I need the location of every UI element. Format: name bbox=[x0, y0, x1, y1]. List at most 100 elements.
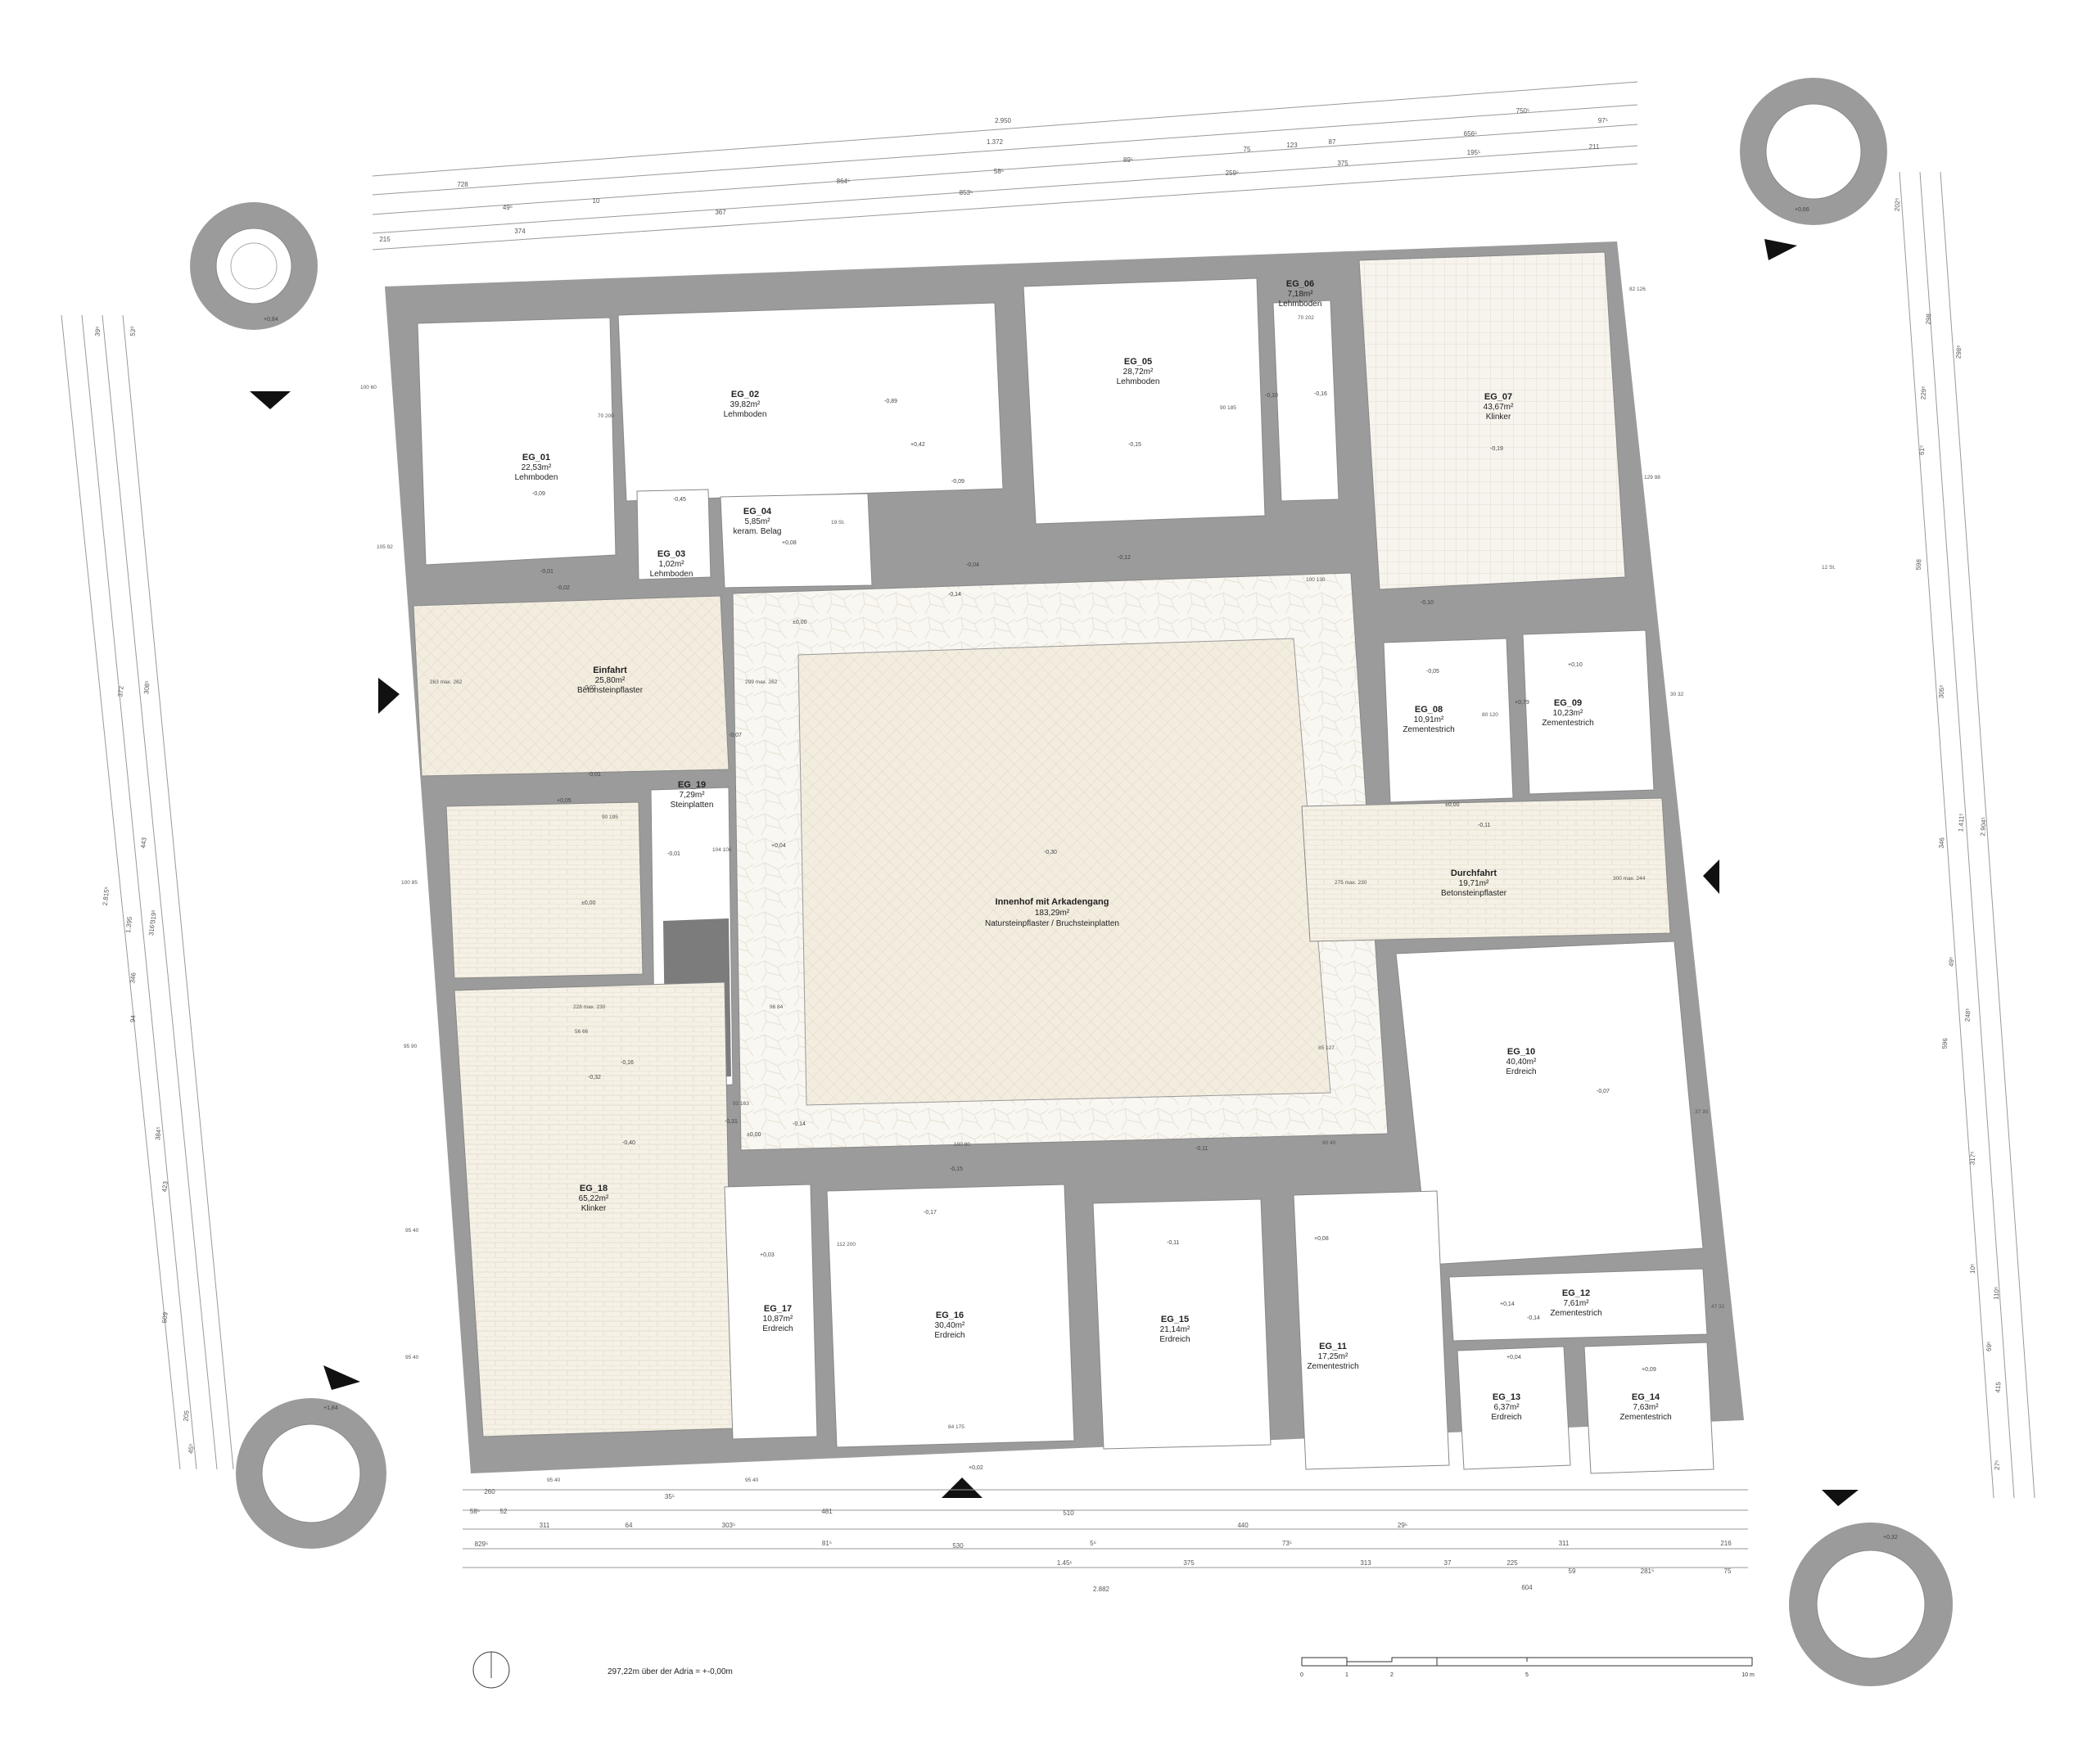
opening-label: 80 120 bbox=[1482, 712, 1498, 718]
svg-text:EG_13: EG_13 bbox=[1493, 1392, 1520, 1402]
room-label: EG_08 10,91m² Zementestrich bbox=[1403, 705, 1454, 734]
svg-text:37: 37 bbox=[1444, 1559, 1452, 1567]
svg-text:509: 509 bbox=[160, 1311, 169, 1324]
svg-text:510: 510 bbox=[1063, 1509, 1074, 1517]
room-eg17 bbox=[724, 1184, 818, 1440]
elevation-mark: ±0,00 bbox=[747, 1132, 761, 1138]
elevation-mark: -0,32 bbox=[588, 1075, 601, 1081]
opening-label: 263 max. 262 bbox=[430, 679, 463, 685]
svg-text:Klinker: Klinker bbox=[581, 1204, 607, 1213]
svg-text:97⁵: 97⁵ bbox=[1598, 117, 1608, 124]
elevation-mark: -0,30 bbox=[1044, 850, 1057, 855]
svg-text:1.411⁵: 1.411⁵ bbox=[1957, 813, 1966, 832]
svg-text:EG_09: EG_09 bbox=[1554, 698, 1582, 708]
svg-text:1.372: 1.372 bbox=[987, 138, 1004, 146]
room-eg08 bbox=[1383, 638, 1514, 803]
svg-text:853⁵: 853⁵ bbox=[960, 189, 973, 196]
svg-text:Zementestrich: Zementestrich bbox=[1550, 1309, 1601, 1318]
opening-label: 70 200 bbox=[598, 413, 614, 419]
room-west-upper bbox=[445, 801, 644, 979]
opening-label: 104 106 bbox=[712, 847, 732, 853]
svg-text:EG_06: EG_06 bbox=[1286, 279, 1314, 289]
elevation-mark: -0,19 bbox=[1490, 446, 1503, 452]
elevation-mark: +0,09 bbox=[1642, 1367, 1656, 1373]
elevation-reference-note: 297,22m über der Adria = +-0,00m bbox=[608, 1667, 733, 1676]
svg-text:598: 598 bbox=[1915, 558, 1923, 570]
svg-text:52: 52 bbox=[500, 1508, 508, 1515]
room-label: EG_13 6,37m² Erdreich bbox=[1491, 1392, 1521, 1422]
svg-text:1,02m²: 1,02m² bbox=[658, 560, 684, 569]
elevation-mark: +0,42 bbox=[910, 442, 925, 448]
elevation-mark: +1,84 bbox=[323, 1405, 338, 1411]
arrow-marker-icon bbox=[323, 1365, 360, 1390]
elevation-mark: -0,89 bbox=[884, 399, 897, 404]
room-label: EG_10 40,40m² Erdreich bbox=[1506, 1047, 1537, 1076]
elevation-mark: -0,14 bbox=[948, 592, 961, 598]
svg-text:316⁵: 316⁵ bbox=[147, 922, 156, 936]
opening-label: 95 40 bbox=[547, 1478, 561, 1483]
svg-text:Lehmboden: Lehmboden bbox=[724, 410, 767, 419]
svg-text:864⁵: 864⁵ bbox=[837, 178, 851, 185]
elevation-mark: +0,84 bbox=[264, 317, 278, 323]
svg-text:89⁵: 89⁵ bbox=[1123, 156, 1133, 164]
svg-text:2.950: 2.950 bbox=[995, 117, 1012, 124]
elevation-mark: -0,16 bbox=[621, 1060, 634, 1066]
svg-text:61⁵: 61⁵ bbox=[1918, 444, 1927, 455]
svg-text:7,29m²: 7,29m² bbox=[679, 791, 705, 800]
room-eg14 bbox=[1583, 1342, 1714, 1474]
arrow-marker-icon bbox=[250, 391, 291, 409]
svg-text:EG_05: EG_05 bbox=[1124, 357, 1152, 367]
svg-text:10: 10 bbox=[593, 197, 600, 205]
opening-label: 100 60 bbox=[360, 385, 377, 390]
svg-text:69⁵: 69⁵ bbox=[1985, 1341, 1994, 1351]
svg-text:440: 440 bbox=[1237, 1522, 1249, 1529]
svg-text:374: 374 bbox=[514, 228, 526, 235]
svg-text:25,80m²: 25,80m² bbox=[595, 676, 626, 685]
opening-label: 30 32 bbox=[1670, 692, 1684, 697]
svg-text:59: 59 bbox=[1569, 1568, 1576, 1575]
svg-text:367: 367 bbox=[715, 209, 726, 216]
opening-label: 100 80 bbox=[954, 1142, 970, 1148]
elevation-mark: -0,01 bbox=[667, 851, 680, 857]
svg-text:259⁵: 259⁵ bbox=[1226, 169, 1240, 177]
svg-text:423: 423 bbox=[160, 1180, 169, 1193]
svg-text:5⁶: 5⁶ bbox=[1090, 1540, 1096, 1547]
opening-label: 85 127 bbox=[1318, 1045, 1335, 1051]
elevation-mark: +0,08 bbox=[1314, 1236, 1329, 1242]
opening-label: 47 32 bbox=[1711, 1304, 1725, 1310]
opening-label: 129 98 bbox=[1644, 475, 1660, 480]
svg-text:73⁵: 73⁵ bbox=[1282, 1540, 1292, 1547]
rooms-interior bbox=[413, 251, 1714, 1474]
opening-label: 56 66 bbox=[575, 1029, 589, 1035]
room-label: Innenhof mit Arkadengang 183,29m² Naturs… bbox=[985, 897, 1119, 928]
room-label: EG_12 7,61m² Zementestrich bbox=[1550, 1288, 1601, 1318]
svg-text:10,91m²: 10,91m² bbox=[1414, 715, 1444, 724]
opening-label: 37 30 bbox=[1695, 1109, 1709, 1115]
svg-text:313: 313 bbox=[1360, 1559, 1371, 1567]
svg-text:Lehmboden: Lehmboden bbox=[1279, 300, 1322, 309]
room-eg10 bbox=[1395, 941, 1704, 1265]
svg-text:EG_14: EG_14 bbox=[1632, 1392, 1660, 1402]
svg-text:58⁵: 58⁵ bbox=[470, 1508, 480, 1515]
svg-text:7,18m²: 7,18m² bbox=[1287, 290, 1313, 299]
dimension-labels-right: 2.904⁵ 1.411⁵ 346 598 305⁵ 596 317⁵ 202⁵… bbox=[1893, 197, 2002, 1470]
svg-text:EG_03: EG_03 bbox=[657, 549, 685, 559]
svg-text:Betonsteinpflaster: Betonsteinpflaster bbox=[577, 686, 644, 695]
opening-label: 90 185 bbox=[1220, 405, 1236, 411]
svg-text:604: 604 bbox=[1521, 1584, 1533, 1591]
elevation-mark: -0,11 bbox=[1167, 1240, 1180, 1246]
opening-label: 82 126 bbox=[1629, 286, 1646, 292]
svg-text:45⁵: 45⁵ bbox=[187, 1443, 195, 1454]
svg-text:EG_02: EG_02 bbox=[731, 390, 759, 399]
tower-nw bbox=[190, 202, 318, 330]
svg-text:2.904⁵: 2.904⁵ bbox=[1979, 817, 1988, 837]
svg-text:53⁰: 53⁰ bbox=[129, 326, 137, 336]
svg-text:2.882: 2.882 bbox=[1093, 1586, 1110, 1593]
room-label: EG_18 65,22m² Klinker bbox=[579, 1184, 609, 1213]
svg-text:530: 530 bbox=[952, 1542, 964, 1550]
opening-label: 228 max. 230 bbox=[573, 1004, 606, 1010]
room-eg06 bbox=[1272, 300, 1339, 502]
svg-text:Lehmboden: Lehmboden bbox=[650, 570, 693, 579]
svg-text:215: 215 bbox=[379, 236, 391, 243]
